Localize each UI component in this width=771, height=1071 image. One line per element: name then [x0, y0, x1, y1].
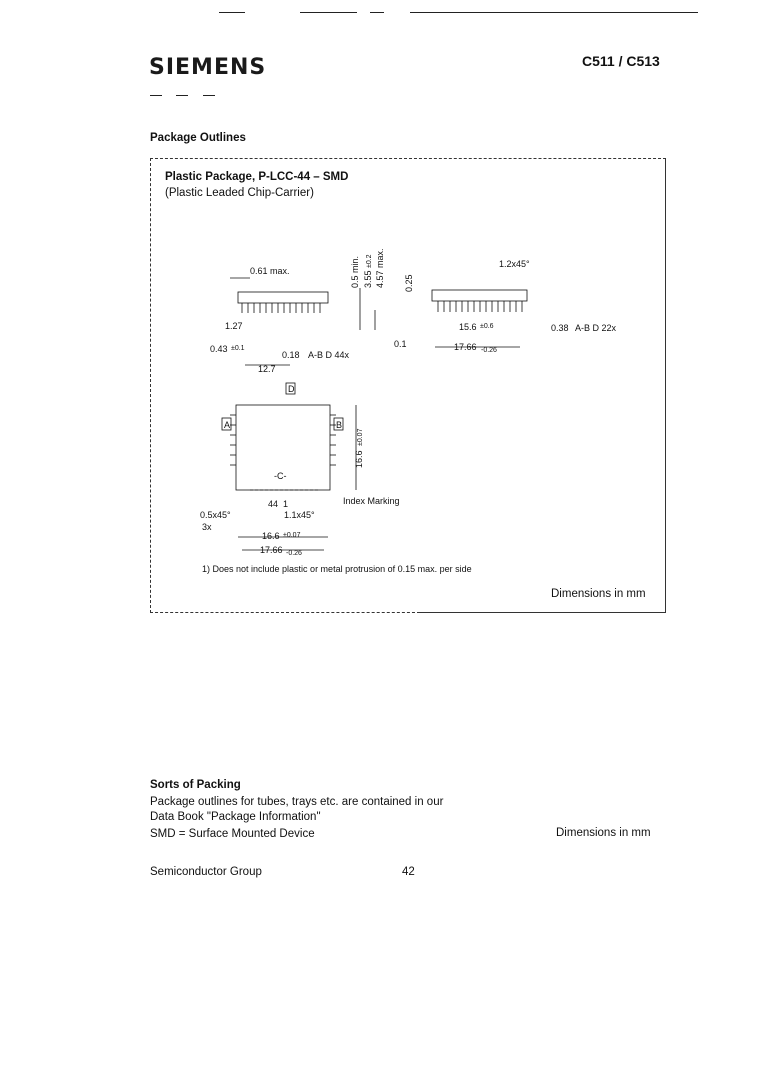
dim-043: 0.43: [210, 344, 228, 354]
logo-dash-2: [176, 95, 188, 96]
dim-166v: 16.6: [354, 450, 364, 468]
datum-a-box: [221, 417, 232, 431]
pin-44: 44: [268, 499, 278, 509]
dim-018: 0.18: [282, 350, 300, 360]
top-view-leads-left: [230, 414, 236, 466]
dim-1766h-tol: -0.26: [286, 550, 302, 557]
dim-05x45: 0.5x45°: [200, 510, 231, 520]
footer-group: Semiconductor Group: [150, 866, 262, 878]
dim-1766: 17.66: [454, 342, 477, 352]
package-drawing-frame: [150, 158, 666, 613]
dim-11x45: 1.1x45°: [284, 510, 315, 520]
top-view-leads-right: [330, 414, 336, 466]
dim-166v-tol: ±0.07: [357, 428, 364, 446]
header-rule-2: [300, 12, 357, 13]
dim-127: 1.27: [225, 321, 243, 331]
dim-1766h: 17.66: [260, 545, 283, 555]
datum-c: -C-: [274, 471, 287, 481]
dim-355-tol: ±0.2: [366, 254, 373, 268]
end-view-body: [431, 289, 528, 302]
dim-457max: 4.57 max.: [375, 248, 385, 288]
dim-038: 0.38: [551, 323, 569, 333]
logo-dash-3: [203, 95, 215, 96]
side-view-body: [237, 291, 329, 304]
logo-dash-1: [150, 95, 162, 96]
datum-b: B: [336, 420, 342, 430]
footnote: 1) Does not include plastic or metal pro…: [202, 564, 472, 574]
packing-line-1: Package outlines for tubes, trays etc. a…: [150, 796, 444, 808]
packing-line-3: SMD = Surface Mounted Device: [150, 828, 315, 840]
package-subtitle: (Plastic Leaded Chip-Carrier): [165, 187, 314, 199]
dim-025: 0.25: [404, 274, 414, 292]
datum-d-box: [285, 382, 296, 395]
part-number: C511 / C513: [582, 53, 660, 69]
siemens-logo: SIEMENS: [149, 55, 267, 80]
section-title-package-outlines: Package Outlines: [150, 132, 246, 144]
dim-12x45: 1.2x45°: [499, 259, 530, 269]
header-rule-1: [219, 12, 245, 13]
dim-061max: 0.61 max.: [250, 266, 290, 276]
dim-355: 3.55: [363, 270, 373, 288]
dim-038-ref: A-B D 22x: [575, 323, 617, 333]
package-title: Plastic Package, P-LCC-44 – SMD: [165, 171, 349, 183]
pin-1: 1: [283, 499, 288, 509]
packing-line-2: Data Book "Package Information": [150, 811, 321, 823]
package-outline-drawing: 0.61 max. 0.5 min. 3.55 ±0.2 4.57 max. 1…: [200, 248, 617, 574]
dim-043-tol: ±0.1: [231, 345, 245, 352]
footer-page-number: 42: [402, 866, 415, 878]
dim-127w: 12.7: [258, 364, 276, 374]
dim-156-tol: ±0.6: [480, 323, 494, 330]
datum-b-box: [333, 417, 344, 431]
index-marking: Index Marking: [343, 496, 400, 506]
dim-018-ref: A-B D 44x: [308, 350, 350, 360]
end-view-leads: [437, 301, 523, 312]
dim-01: 0.1: [394, 339, 407, 349]
header-rule-3: [370, 12, 384, 13]
sorts-of-packing-title: Sorts of Packing: [150, 779, 241, 791]
dim-156: 15.6: [459, 322, 477, 332]
header-rule-4: [410, 12, 698, 13]
datum-a: A: [224, 420, 230, 430]
dim-05min: 0.5 min.: [350, 256, 360, 288]
side-view-leads: [241, 303, 321, 313]
dimensions-note-frame: Dimensions in mm: [551, 588, 646, 600]
dim-166h: 16.6: [262, 531, 280, 541]
dimensions-note-packing: Dimensions in mm: [556, 827, 651, 839]
dim-1766-tol: -0.26: [481, 347, 497, 354]
dim-3x: 3x: [202, 522, 212, 532]
datum-d: D: [288, 384, 295, 394]
dim-166h-tol: ±0.07: [283, 532, 301, 539]
